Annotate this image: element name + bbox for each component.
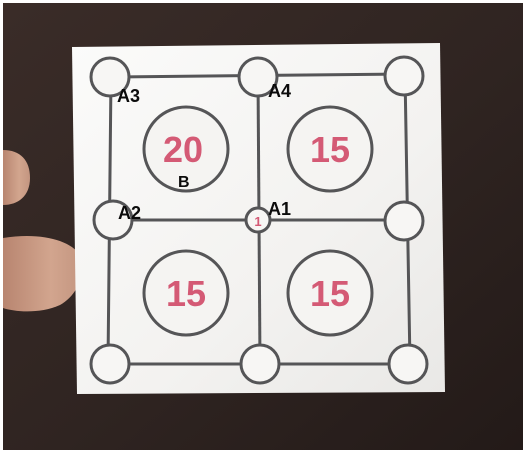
node-top-right (385, 57, 423, 95)
label-a3: A3 (117, 86, 140, 106)
label-a2: A2 (118, 203, 141, 223)
region-value-top-right: 15 (310, 129, 350, 170)
node-bottom-middle (241, 345, 279, 383)
node-bottom-left (91, 345, 129, 383)
label-a4: A4 (268, 81, 291, 101)
node-bottom-right (389, 345, 427, 383)
region-value-top-left: 20 (163, 129, 203, 170)
node-middle-right (385, 202, 423, 240)
center-node-value: 1 (254, 214, 261, 229)
label-a1: A1 (268, 199, 291, 219)
region-value-bottom-right: 15 (310, 273, 350, 314)
region-value-bottom-left: 15 (166, 273, 206, 314)
label-b: B (178, 174, 190, 191)
